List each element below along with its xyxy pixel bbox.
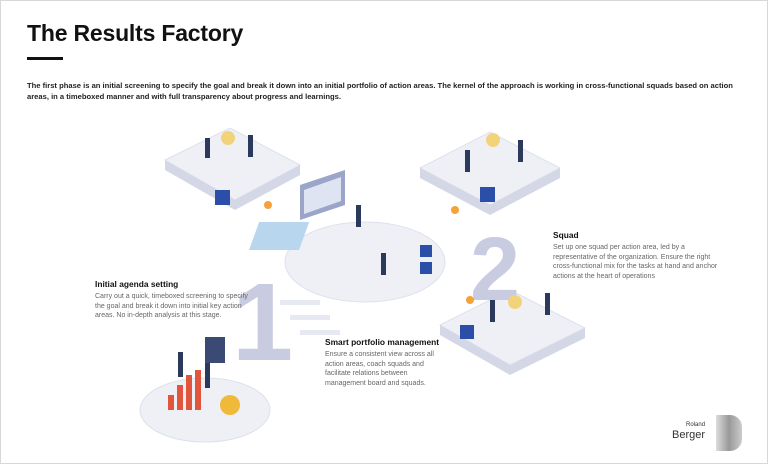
step-portfolio: Smart portfolio management Ensure a cons…	[325, 337, 450, 388]
step-text: Set up one squad per action area, led by…	[553, 244, 718, 280]
step-squad: Squad Set up one squad per action area, …	[553, 230, 723, 281]
people-icons	[178, 135, 550, 388]
presentation-board-icon	[205, 337, 225, 363]
roland-berger-logo: Roland Berger	[672, 420, 706, 441]
pie-chart-icon	[220, 395, 240, 415]
logo-line1: Roland	[686, 422, 706, 428]
step-title: Squad	[553, 230, 579, 240]
logo-line2: Berger	[672, 429, 706, 441]
rocket-icons	[264, 201, 474, 304]
page-title: The Results Factory	[27, 20, 244, 46]
bar-chart-icon	[168, 370, 201, 410]
step-number-1: 1	[232, 261, 293, 384]
title-underline	[27, 57, 63, 60]
step-title: Smart portfolio management	[325, 337, 440, 347]
step-text: Carry out a quick, timeboxed screening t…	[95, 293, 248, 320]
intro-text: The first phase is an initial screening …	[27, 81, 733, 101]
step-text: Ensure a consistent view across all acti…	[325, 351, 434, 387]
table-icon	[249, 222, 310, 250]
lightbulb-icon	[221, 131, 522, 309]
step-title: Initial agenda setting	[95, 279, 179, 289]
cube-icons	[215, 187, 495, 339]
platform-center	[284, 221, 446, 303]
logo-b-mark-icon	[716, 415, 742, 451]
step-initial-agenda: Initial agenda setting Carry out a quick…	[95, 279, 255, 321]
